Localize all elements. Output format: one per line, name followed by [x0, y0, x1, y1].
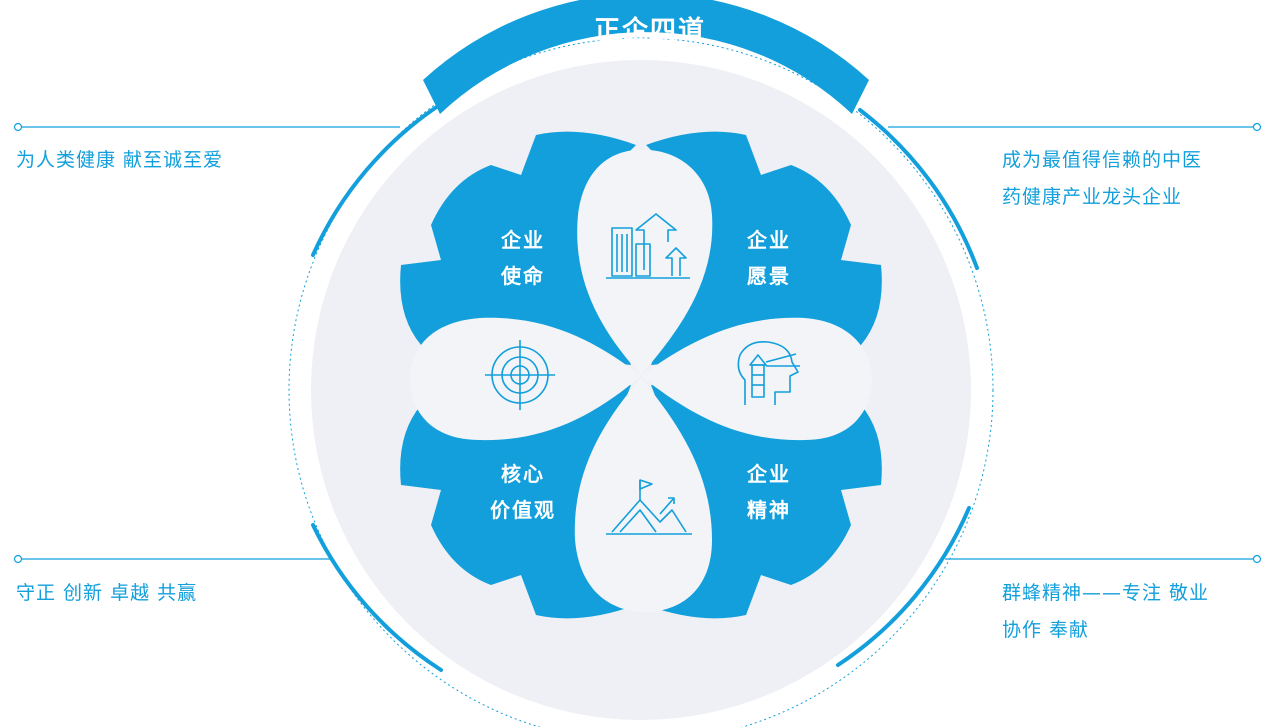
mountain-flag-icon	[606, 479, 692, 535]
label-vision-line2: 愿景	[747, 264, 791, 288]
spirit-statement-line1: 群蜂精神——专注 敬业	[1002, 582, 1210, 604]
petals	[410, 149, 872, 612]
outer-dotted-ring	[288, 37, 994, 727]
quadrant-shapes	[400, 131, 882, 619]
connector-dot-bottom-right	[1252, 554, 1262, 564]
arc-upper-left	[311, 102, 443, 257]
target-icon	[485, 340, 555, 410]
label-mission-line1: 企业	[501, 228, 545, 252]
label-vision: 企业 愿景	[709, 222, 829, 294]
label-vision-line1: 企业	[747, 228, 791, 252]
connector-dot-top-right	[1252, 122, 1262, 132]
label-mission-line2: 使命	[501, 264, 545, 288]
petal-bottom	[574, 378, 712, 612]
quadrant-bottom-left	[400, 385, 636, 619]
outer-arcs	[311, 102, 979, 672]
petal-right	[641, 317, 872, 441]
connector-lines	[13, 122, 1262, 564]
page-title: 正企四道	[593, 16, 706, 46]
arc-upper-right	[858, 108, 979, 270]
spirit-statement-line2: 协作 奉献	[1002, 619, 1090, 641]
arc-lower-left	[311, 523, 443, 672]
vision-statement-line2: 药健康产业龙头企业	[1002, 186, 1183, 208]
title-banner	[423, 0, 869, 114]
spirit-statement: 群蜂精神——专注 敬业 协作 奉献	[1002, 575, 1209, 649]
label-mission: 企业 使命	[463, 222, 583, 294]
vision-statement-line1: 成为最值得信赖的中医	[1002, 149, 1203, 171]
petal-left	[410, 317, 641, 441]
connector-dot-bottom-left	[13, 554, 23, 564]
label-values: 核心 价值观	[463, 456, 583, 528]
mission-statement-text: 为人类健康 献至诚至爱	[16, 149, 224, 171]
arc-lower-right	[836, 506, 971, 667]
label-spirit: 企业 精神	[709, 456, 829, 528]
values-statement-text: 守正 创新 卓越 共赢	[16, 582, 198, 604]
label-values-line1: 核心	[501, 462, 545, 486]
vision-statement: 成为最值得信赖的中医 药健康产业龙头企业	[1002, 142, 1202, 216]
lighthouse-head-icon	[737, 340, 800, 405]
label-spirit-line2: 精神	[747, 498, 791, 522]
mission-statement: 为人类健康 献至诚至爱	[16, 142, 223, 179]
values-statement: 守正 创新 卓越 共赢	[16, 575, 197, 612]
quadrant-top-left	[400, 131, 636, 365]
buildings-growth-arrows-icon	[606, 213, 690, 279]
label-values-line2: 价值观	[490, 498, 556, 522]
connector-dot-top-left	[13, 122, 23, 132]
label-spirit-line1: 企业	[747, 462, 791, 486]
